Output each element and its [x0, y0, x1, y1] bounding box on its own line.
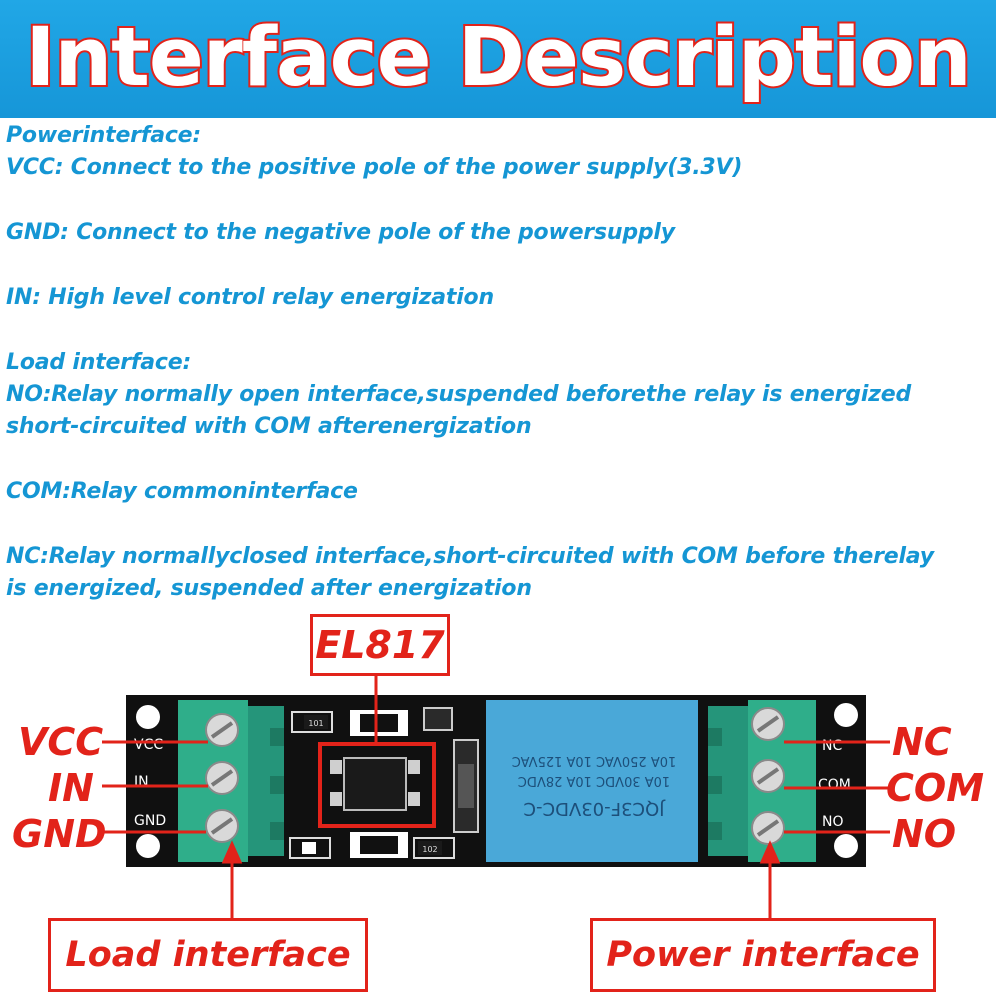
gnd-callout: GND: [12, 812, 107, 856]
silk-nc: NC: [822, 738, 842, 754]
resistor-label-102: 102: [422, 845, 437, 854]
no-description-line-2: short-circuited with COM afterenergizati…: [6, 414, 532, 439]
no-callout: NO: [892, 812, 957, 856]
vcc-callout: VCC: [18, 720, 104, 764]
interface-description: Powerinterface: VCC: Connect to the posi…: [6, 120, 996, 605]
page-title: Interface Description: [23, 9, 973, 107]
led-footprint: [289, 837, 331, 859]
in-description: IN: High level control relay energizatio…: [6, 285, 494, 310]
silk-no: NO: [822, 814, 844, 830]
relay-rating-1: 10A 30VDC 10A 28VDC: [518, 773, 670, 788]
com-callout: COM: [886, 766, 985, 810]
mount-hole: [834, 834, 858, 858]
resistor-r1: 101: [291, 711, 333, 733]
el817-label: EL817: [310, 614, 450, 676]
silk-in: IN: [134, 774, 149, 790]
relay-model: JQC3F-03VDC-C: [523, 798, 665, 819]
relay-module-diagram: VCC IN GND NC COM NO 101 102: [0, 600, 996, 1000]
vcc-description: VCC: Connect to the positive pole of the…: [6, 155, 743, 180]
led: [302, 842, 316, 854]
transistor: [423, 707, 453, 731]
com-description: COM:Relay commoninterface: [6, 479, 358, 504]
right-terminal-block: [708, 700, 816, 862]
relay: JQC3F-03VDC-C 10A 30VDC 10A 28VDC 10A 25…: [486, 700, 698, 862]
silk-gnd: GND: [134, 813, 166, 829]
power-interface-caption: Power interface: [590, 918, 936, 992]
mount-hole: [136, 834, 160, 858]
el817-chip: [343, 757, 407, 811]
resistor-label-101: 101: [308, 719, 323, 728]
relay-module-board: VCC IN GND NC COM NO 101 102: [102, 676, 890, 918]
mount-hole: [834, 703, 858, 727]
diode: [453, 739, 479, 833]
left-terminal-block: [178, 700, 284, 862]
nc-description-line-1: NC:Relay normallyclosed interface,short-…: [6, 544, 934, 569]
silk-vcc: VCC: [134, 737, 163, 753]
annotation-lines: [102, 676, 890, 918]
silk-com: COM: [818, 777, 851, 793]
nc-callout: NC: [892, 720, 952, 764]
load-interface-heading: Load interface:: [6, 350, 192, 375]
relay-rating-2: 10A 250VAC 10A 125VAC: [512, 753, 677, 768]
nc-description-line-2: is energized, suspended after energizati…: [6, 576, 532, 601]
power-interface-heading: Powerinterface:: [6, 123, 202, 148]
gnd-description: GND: Connect to the negative pole of the…: [6, 220, 675, 245]
title-banner: Interface Description: [0, 0, 996, 118]
mount-hole: [136, 705, 160, 729]
resistor-r2: 102: [413, 837, 455, 859]
no-description-line-1: NO:Relay normally open interface,suspend…: [6, 382, 912, 407]
in-callout: IN: [48, 766, 94, 810]
load-interface-caption: Load interface: [48, 918, 368, 992]
